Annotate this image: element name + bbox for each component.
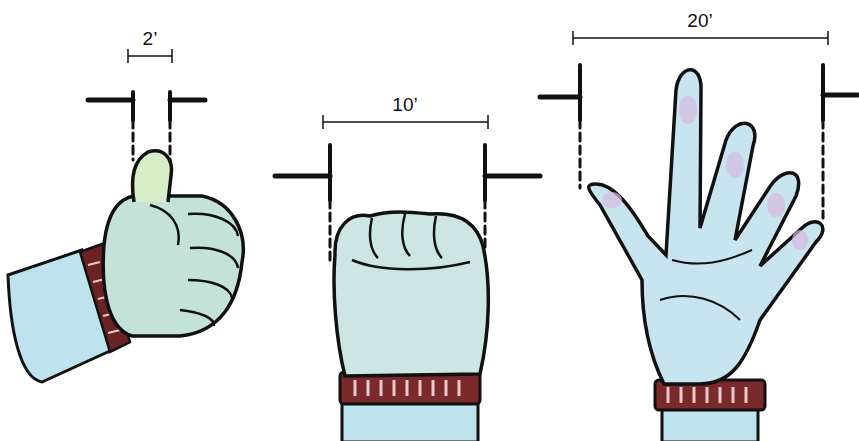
dimension-tick xyxy=(171,49,173,63)
knuckle-lines xyxy=(352,214,470,269)
fist xyxy=(103,195,243,336)
cuff-stripes xyxy=(355,380,459,396)
post-line xyxy=(484,200,487,250)
post-line xyxy=(822,120,825,218)
fist-hand xyxy=(334,212,488,441)
post-line xyxy=(131,92,135,120)
post-line xyxy=(328,145,332,200)
dimension-label: 2’ xyxy=(143,28,158,50)
dimension-tick xyxy=(487,115,489,129)
finger-shading xyxy=(602,96,808,250)
arm xyxy=(662,408,758,441)
thumbs-up-hand xyxy=(8,151,243,382)
post-line xyxy=(483,145,487,200)
post-bar xyxy=(485,174,540,179)
open-hand xyxy=(589,70,823,441)
dimension-tick xyxy=(827,31,829,45)
post-bar xyxy=(275,174,330,179)
dimension-lines xyxy=(128,31,828,129)
finger-lines xyxy=(150,205,238,326)
dimension-label: 20’ xyxy=(687,10,712,32)
thumb xyxy=(133,151,172,202)
post-line xyxy=(132,120,135,160)
post-line xyxy=(329,200,332,265)
dimension-line xyxy=(323,121,488,123)
palm-lines xyxy=(660,250,752,320)
dimension-line xyxy=(128,55,172,57)
dimension-tick xyxy=(572,31,574,45)
cuff-stripes xyxy=(668,387,746,403)
post-bar xyxy=(170,98,205,103)
dimension-tick xyxy=(322,115,324,129)
dimension-tick xyxy=(127,49,129,63)
post-line xyxy=(579,120,582,188)
dimension-line xyxy=(573,37,828,39)
palm xyxy=(589,70,823,384)
post-line xyxy=(168,92,172,120)
post-bar xyxy=(540,95,580,100)
post-bar xyxy=(88,98,133,103)
fist xyxy=(334,212,488,376)
post-bar xyxy=(823,93,858,98)
post-line xyxy=(578,65,582,120)
post-line xyxy=(821,65,825,120)
arm xyxy=(342,402,478,441)
dimension-label: 10’ xyxy=(392,94,417,116)
